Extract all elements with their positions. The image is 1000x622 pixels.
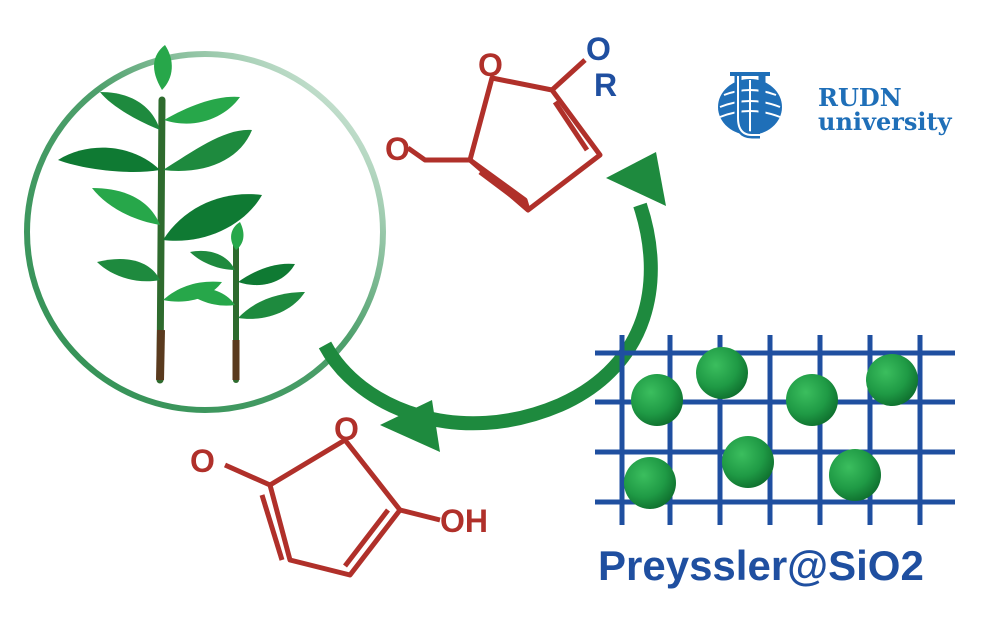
bottom-ring-oxygen: O	[334, 411, 359, 447]
sphere	[722, 436, 774, 488]
sphere	[696, 347, 748, 399]
bottom-carbonyl-oxygen: O	[190, 443, 215, 479]
plant-icon	[58, 45, 305, 384]
top-substituent-o: O	[586, 31, 611, 67]
sphere	[624, 457, 676, 509]
arrow-mid-head	[380, 400, 440, 452]
logo-line2: university	[818, 107, 953, 136]
molecule-bottom	[223, 437, 441, 578]
catalyst-label: Preyssler@SiO2	[598, 542, 924, 589]
curved-arrow-icon	[318, 152, 666, 452]
sphere	[829, 449, 881, 501]
logo-line1: RUDN	[818, 83, 902, 112]
sphere	[786, 374, 838, 426]
catalyst-spheres	[624, 347, 918, 509]
molecule-top	[406, 58, 603, 213]
bottom-hydroxyl: OH	[440, 503, 488, 539]
sphere	[866, 354, 918, 406]
sphere	[631, 374, 683, 426]
top-aldehyde-oxygen: O	[385, 131, 410, 167]
arrow-end-head	[606, 152, 666, 206]
plant-circle	[24, 51, 386, 413]
top-substituent-r: R	[594, 67, 617, 103]
university-globe-icon	[718, 72, 782, 139]
top-ring-oxygen: O	[478, 47, 503, 83]
